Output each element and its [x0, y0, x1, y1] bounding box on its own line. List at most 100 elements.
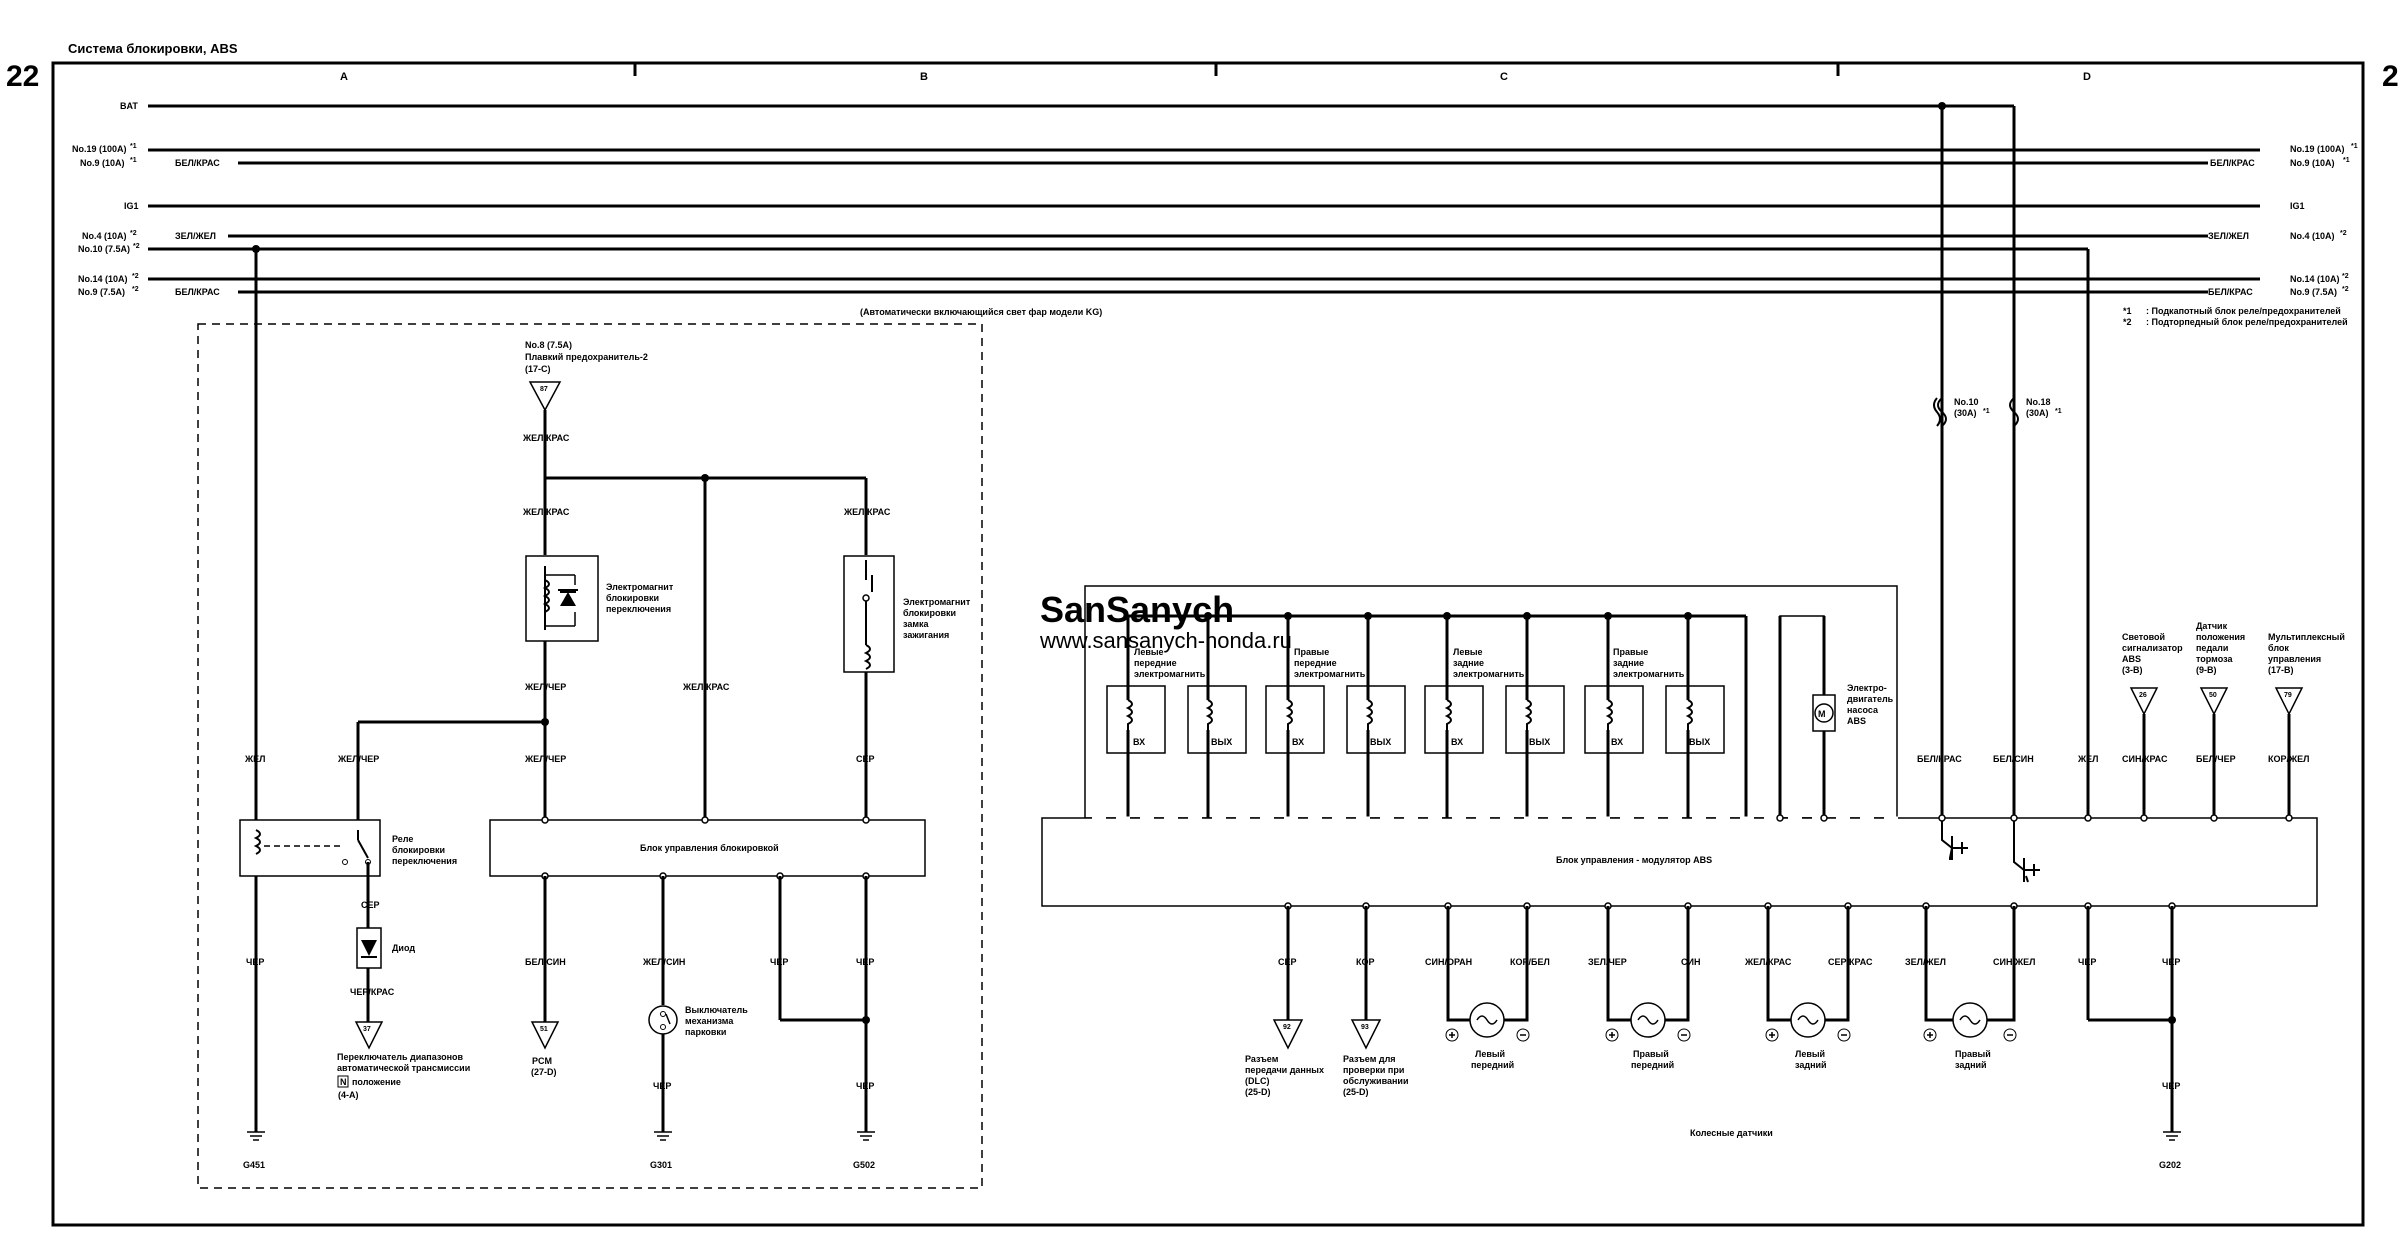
sensor-label: задний: [1955, 1060, 1987, 1070]
component-label: Разъем: [1245, 1054, 1279, 1064]
wire-label: ЖЕЛ/КРАС: [682, 682, 730, 692]
key-lock-solenoid: [843, 555, 895, 673]
sensor-label: Левый: [1795, 1049, 1825, 1059]
superscript: *1: [130, 157, 137, 164]
ground-label: G451: [243, 1160, 265, 1170]
fuse-label: No.18: [2026, 397, 2051, 407]
component-label: сигнализатор: [2122, 643, 2183, 653]
superscript: *2: [2342, 286, 2349, 293]
fuse-no10-symbol: [1937, 397, 1947, 427]
connector-79: [2274, 687, 2304, 716]
selector-n: N: [340, 1077, 347, 1087]
component-label: Диод: [392, 943, 415, 953]
wire-label: ЖЕЛ/ЧЕР: [337, 754, 379, 764]
wire-label: ЧЕР: [653, 1081, 671, 1091]
watermark-title: SanSanych: [1040, 589, 1234, 630]
sensor-label: передний: [1631, 1060, 1674, 1070]
superscript: *2: [133, 243, 140, 250]
zone-label-c: C: [1500, 71, 1508, 83]
bus-no9-label-right: No.9 (10A): [2290, 158, 2335, 168]
wire-label: ЧЕР: [770, 957, 788, 967]
component-label: блокировки: [606, 593, 659, 603]
note-text: : Подторпедный блок реле/предохранителей: [2146, 317, 2348, 327]
component-label: Датчик: [2196, 621, 2228, 631]
component-label: задние: [1453, 658, 1484, 668]
wire-label: СИН: [1681, 957, 1700, 967]
wire-label: ЖЕЛ/КРАС: [843, 507, 891, 517]
solenoid-valve-out: [1346, 685, 1406, 754]
ground-g202: G202: [2159, 1131, 2181, 1170]
connector-number: 92: [1283, 1024, 1291, 1031]
wire-label: ЖЕЛ: [244, 754, 265, 764]
component-label: блок: [2268, 643, 2289, 653]
wire-label: ЖЕЛ/ЧЕР: [524, 682, 566, 692]
solenoids-left-rear: Левые задние электромагнить ВХ ВЫХ: [1424, 647, 1565, 754]
solenoid-wires: [1125, 612, 1693, 820]
fuse-label: No.10: [1954, 397, 1979, 407]
bus-no9b-wire-left: БЕЛ/КРАС: [175, 287, 220, 297]
wire-label: ЖЕЛ/КРАС: [522, 507, 570, 517]
component-label: блокировки: [903, 608, 956, 618]
bus-no4-wire-right: ЗЕЛ/ЖЕЛ: [2208, 231, 2249, 241]
fuse-label: (30A): [1954, 408, 1977, 418]
superscript: *2: [132, 286, 139, 293]
connector-92: [1272, 1019, 1304, 1050]
wire-label: СЕР: [1278, 957, 1297, 967]
abs-modulator-unit: [1041, 817, 2318, 907]
component-label: Левые: [1134, 647, 1164, 657]
component-label: (25-D): [1343, 1087, 1369, 1097]
wire-label: СИН/КРАС: [2122, 754, 2168, 764]
wheel-sensors-caption: Колесные датчики: [1690, 1128, 1773, 1138]
component-label: ABS: [2122, 654, 2141, 664]
motor-icon: M: [1818, 709, 1826, 719]
wire-label: ЧЕР: [856, 1081, 874, 1091]
sensor-label: задний: [1795, 1060, 1827, 1070]
valve-out-label: ВЫХ: [1211, 737, 1232, 747]
ground-g451: G451: [243, 1131, 265, 1170]
solenoid-valve-in: [1424, 685, 1484, 754]
wheel-sensor-left-front: СИН/ОРАН КОР/БЕЛ Левый передний: [1425, 906, 1550, 1070]
component-label: парковки: [685, 1027, 726, 1037]
component-label: (27-D): [531, 1067, 557, 1077]
wire-label: БЕЛ/СИН: [1993, 754, 2034, 764]
connector-number: 37: [363, 1026, 371, 1033]
bus-no9b-label-right: No.9 (7.5A): [2290, 287, 2337, 297]
wire-label: БЕЛ/ЧЕР: [2196, 754, 2236, 764]
component-label: электромагнить: [1613, 669, 1685, 679]
bus-no9-wire-right: БЕЛ/КРАС: [2210, 158, 2255, 168]
component-label: передние: [1134, 658, 1177, 668]
wheel-sensor-left-rear: ЖЕЛ/КРАС СЕР/КРАС Левый задний: [1744, 906, 1873, 1070]
superscript: *1: [2055, 408, 2062, 415]
component-label: передачи данных: [1245, 1065, 1324, 1075]
wire-label: ЧЕР: [2078, 957, 2096, 967]
valve-out-label: ВЫХ: [1529, 737, 1550, 747]
wire-label: КОР: [1356, 957, 1375, 967]
diode-symbol: [361, 940, 377, 956]
bus-no9-wire-left: БЕЛ/КРАС: [175, 158, 220, 168]
component-label: двигатель: [1847, 694, 1894, 704]
note-mark: *2: [2123, 317, 2132, 327]
transistor-symbol: [2013, 818, 2040, 882]
component-label: Блок управления блокировкой: [640, 843, 779, 853]
watermark-url: www.sansanych-honda.ru: [1039, 628, 1292, 653]
solenoids-right-front: Правые передние электромагнить ВХ ВЫХ: [1265, 647, 1406, 754]
component-label: Переключатель диапазонов: [337, 1052, 464, 1062]
note-text: : Подкапотный блок реле/предохранителей: [2146, 306, 2341, 316]
wire-label: СЕР: [856, 754, 875, 764]
wire-label: ЖЕЛ/СИН: [642, 957, 685, 967]
bus-ig1-label-left: IG1: [124, 201, 139, 211]
component-label: блокировки: [392, 845, 445, 855]
bus-no9b-label-left: No.9 (7.5A): [78, 287, 125, 297]
component-label: электромагнить: [1294, 669, 1366, 679]
solenoid-valve-out: [1187, 685, 1247, 754]
sensor-label: Правый: [1955, 1049, 1991, 1059]
kg-model-boundary: [197, 323, 983, 1189]
ground-label: G301: [650, 1160, 672, 1170]
component-label: (3-B): [2122, 665, 2143, 675]
component-label: (17-B): [2268, 665, 2294, 675]
bus-no19-label-right: No.19 (100A): [2290, 144, 2345, 154]
solenoids-right-rear: Правые задние электромагнить ВХ ВЫХ: [1584, 647, 1725, 754]
component-label: Электро-: [1847, 683, 1887, 693]
wire-label: ЗЕЛ/ЧЕР: [1588, 957, 1627, 967]
